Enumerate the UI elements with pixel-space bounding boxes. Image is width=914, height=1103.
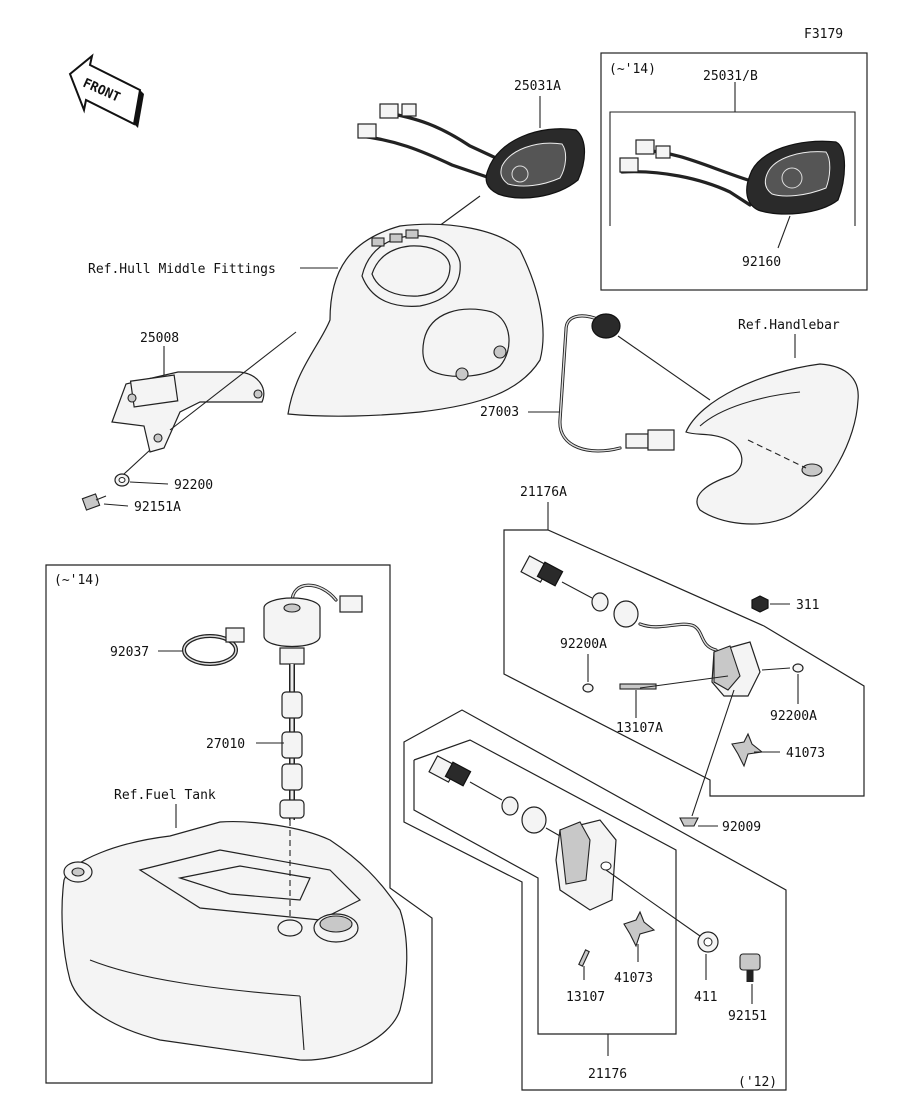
bolt-92151a (81, 493, 107, 511)
label-13107a: 13107A (616, 721, 663, 736)
clip-41073-a (731, 732, 764, 768)
label-21176a: 21176A (520, 485, 567, 500)
fuel-group-label: (~'14) (54, 573, 101, 588)
sensor-group-a-box (503, 529, 865, 797)
washer-92200 (114, 473, 130, 487)
clip-41073-b (623, 910, 656, 948)
pin-13107 (578, 949, 590, 967)
gauge-group-label: (~'14) (609, 62, 656, 77)
sensor-group-b-box (403, 709, 787, 1091)
hull-cover (287, 223, 544, 417)
screw-92009 (679, 817, 699, 827)
label-handlebar-ref: Ref.Handlebar (738, 318, 840, 333)
fuel-gauge-27010 (263, 583, 363, 820)
meter-unit-a (357, 103, 586, 199)
sensor-21176 (428, 755, 617, 911)
gauge-group-box (600, 52, 868, 291)
front-arrow-icon: FRONT (68, 53, 144, 128)
label-25031a: 25031A (514, 79, 561, 94)
figure-id: F3179 (804, 27, 843, 42)
bolt-92151 (739, 953, 761, 982)
label-25008: 25008 (140, 331, 179, 346)
label-92009: 92009 (722, 820, 761, 835)
nut-311 (751, 595, 769, 613)
label-92200a-right: 92200A (770, 709, 817, 724)
label-92037: 92037 (110, 645, 149, 660)
washer-92200a-right (792, 663, 804, 673)
fuel-group-box (45, 564, 433, 1084)
pin-13107a (619, 683, 657, 690)
lead-27003 (558, 313, 675, 453)
label-fuel-tank-ref: Ref.Fuel Tank (114, 788, 216, 803)
label-21176: 21176 (588, 1067, 627, 1082)
label-41073-b: 41073 (614, 971, 653, 986)
label-92200: 92200 (174, 478, 213, 493)
sensor-group-b-label: ('12) (738, 1075, 777, 1090)
label-hull-ref: Ref.Hull Middle Fittings (88, 262, 276, 277)
washer-92200a-left (582, 683, 594, 693)
fuel-tank (61, 821, 408, 1061)
sensor-21176a (520, 555, 761, 697)
label-411: 411 (694, 990, 717, 1005)
label-41073-a: 41073 (786, 746, 825, 761)
label-27003: 27003 (480, 405, 519, 420)
label-13107: 13107 (566, 990, 605, 1005)
label-92200a-left: 92200A (560, 637, 607, 652)
bracket-25008 (111, 371, 265, 453)
label-92160: 92160 (742, 255, 781, 270)
washer-411 (697, 931, 719, 953)
label-25031b: 25031/B (703, 69, 758, 84)
meter-unit-b (619, 139, 846, 215)
band-92037 (182, 627, 245, 666)
label-27010: 27010 (206, 737, 245, 752)
label-92151: 92151 (728, 1009, 767, 1024)
label-311: 311 (796, 598, 819, 613)
handlebar-cover (685, 363, 859, 525)
label-92151a: 92151A (134, 500, 181, 515)
